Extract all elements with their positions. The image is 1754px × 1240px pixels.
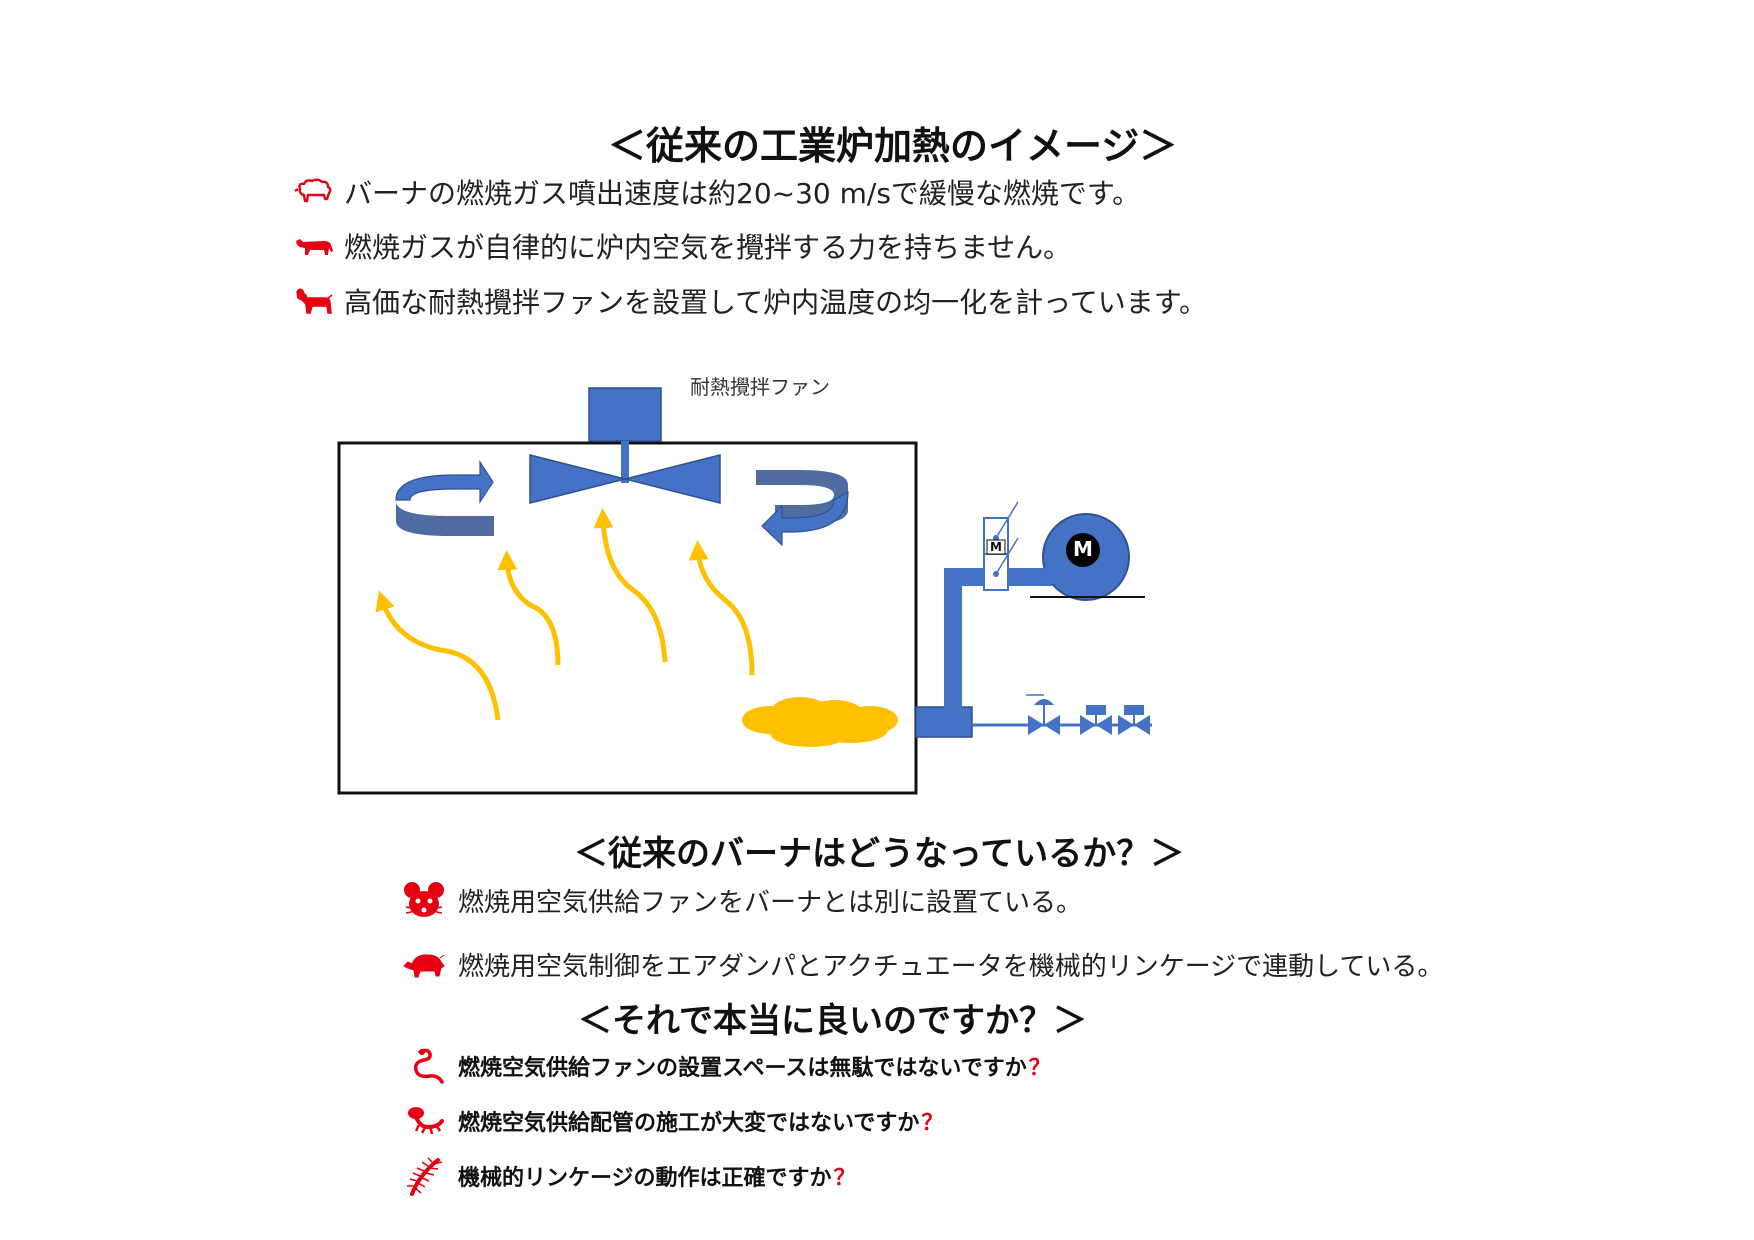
cow-icon: [296, 239, 333, 255]
bullet-text: 燃焼ガスが自律的に炉内空気を攪拌する力を持ちません。: [344, 231, 1072, 264]
circulation-arrow-left: [395, 459, 494, 536]
bullet-text: 燃焼用空気制御をエアダンパとアクチュエータを機械的リンケージで連動している。: [458, 951, 1444, 982]
fan-motor-box: [588, 387, 662, 442]
mouse-icon: [404, 882, 444, 917]
snake-icon: [413, 1048, 444, 1084]
question-mark: ？: [833, 1166, 856, 1191]
list-item: 燃焼用空気制御をエアダンパとアクチュエータを機械的リンケージで連動している。: [402, 944, 1443, 984]
page-title: ＜従来の工業炉加熱のイメージ＞: [608, 124, 1178, 168]
bullet-text: 高価な耐熱攪拌ファンを設置して炉内温度の均一化を計っています。: [344, 286, 1207, 319]
goat-icon: [296, 288, 333, 314]
list-item: 高価な耐熱攪拌ファンを設置して炉内温度の均一化を計っています。: [294, 281, 1207, 321]
lizard-icon: [408, 1107, 444, 1135]
hot-gas-arrow: [497, 550, 561, 666]
boar-icon: [403, 954, 445, 978]
hot-gas-arrow: [688, 540, 755, 676]
question-mark: ？: [921, 1111, 944, 1136]
list-item: 燃焼空気供給ファンの設置スペースは無駄ではないですか？: [402, 1046, 1051, 1086]
hot-gas-arrow: [375, 590, 501, 721]
bullet-text: 燃焼空気供給配管の施工が大変ではないですか？: [458, 1111, 944, 1136]
motor-label: M: [1073, 537, 1093, 561]
combustion-air-fan: [1030, 513, 1145, 601]
section-title: ＜従来のバーナはどうなっているか？＞: [574, 834, 1185, 874]
bullet-text: 燃焼用空気供給ファンをバーナとは別に設置ている。: [458, 887, 1083, 918]
air-damper: [983, 501, 1019, 591]
hot-gas-arrow: [593, 508, 668, 663]
circulation-arrow-right: [756, 470, 849, 547]
burner-head: [915, 706, 973, 738]
fan-shaft: [621, 441, 629, 483]
bullet-text: 機械的リンケージの動作は正確ですか？: [458, 1166, 856, 1191]
sheep-icon: [294, 178, 332, 203]
question-mark: ？: [1028, 1056, 1051, 1081]
fan-blade-right: [624, 454, 721, 504]
list-item: 燃焼用空気供給ファンをバーナとは別に設置ている。: [402, 880, 1082, 920]
centipede-icon: [407, 1157, 443, 1196]
burner-flame: [742, 697, 898, 747]
gas-line: [972, 694, 1152, 735]
fan-blade-left: [529, 454, 626, 504]
section-title: ＜それで本当に良いのですか？＞: [578, 1001, 1087, 1041]
damper-actuator-label: M: [990, 540, 1002, 554]
list-item: 燃焼ガスが自律的に炉内空気を攪拌する力を持ちません。: [294, 226, 1071, 266]
fan-label: 耐熱攪拌ファン: [690, 375, 830, 399]
list-item: 機械的リンケージの動作は正確ですか？: [402, 1156, 856, 1196]
list-item: 燃焼空気供給配管の施工が大変ではないですか？: [402, 1101, 943, 1141]
list-item: バーナの燃焼ガス噴出速度は約20~30 m/sで緩慢な燃焼です。: [294, 172, 1140, 212]
bullet-text: 燃焼空気供給ファンの設置スペースは無駄ではないですか？: [458, 1056, 1051, 1081]
bullet-text: バーナの燃焼ガス噴出速度は約20~30 m/sで緩慢な燃焼です。: [344, 177, 1141, 210]
